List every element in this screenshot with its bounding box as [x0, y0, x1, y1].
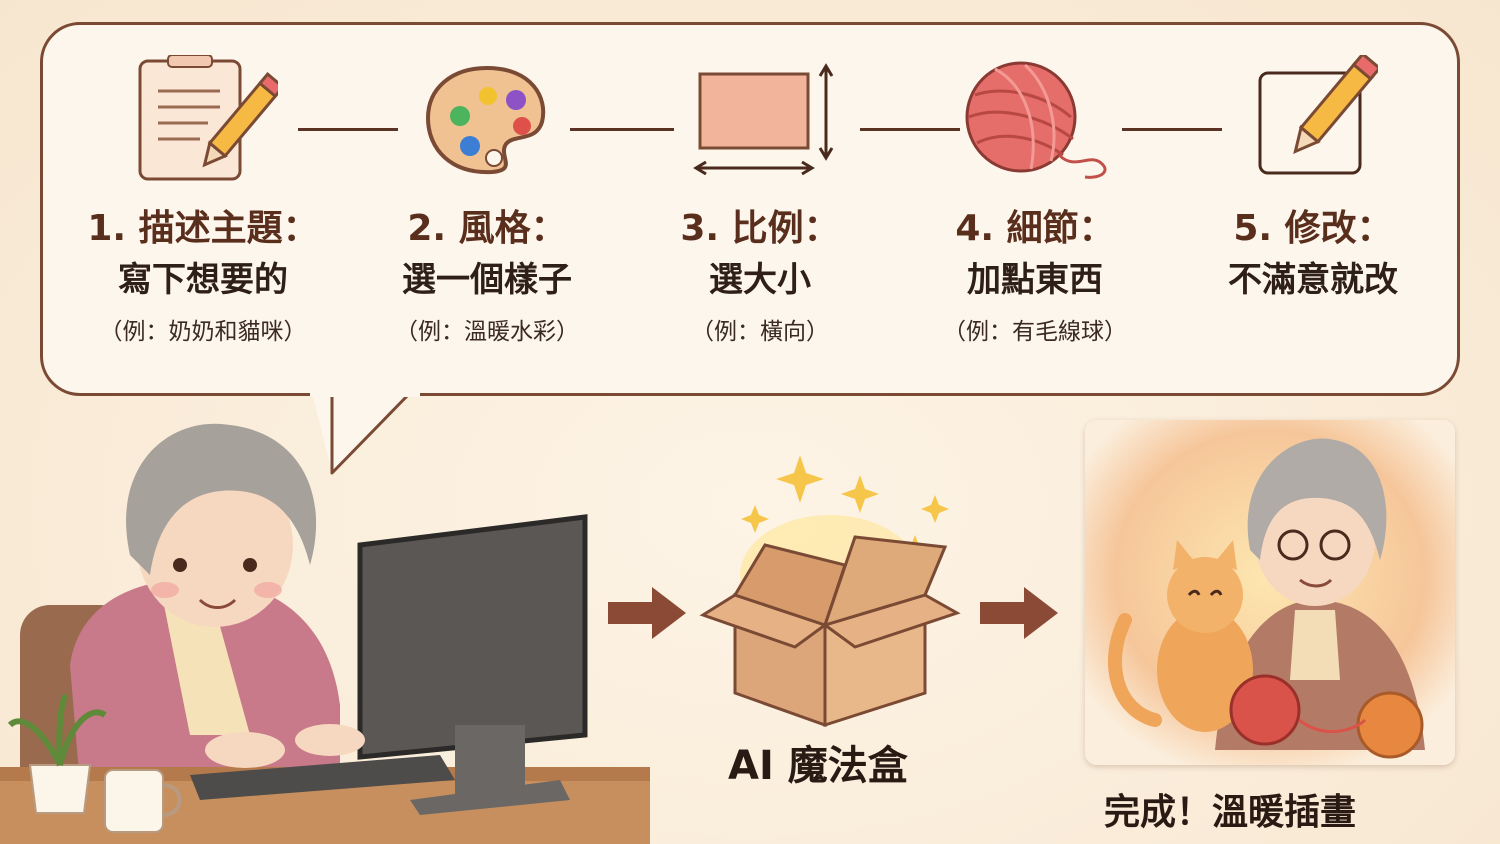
speech-bubble-tail — [310, 393, 420, 475]
result-illustration-frame — [1085, 420, 1455, 765]
connector-line — [1122, 128, 1222, 131]
grandma-at-computer-illustration — [0, 423, 650, 844]
step-1-title: 1. 描述主題： — [87, 208, 319, 249]
grandma-with-cat-illustration — [1085, 420, 1455, 765]
step-revise: 5. 修改： 不滿意就改 — [1178, 50, 1448, 306]
step-2-example: （例：溫暖水彩） — [395, 319, 579, 345]
step-5-desc: 不滿意就改 — [1228, 260, 1398, 300]
connector-line — [860, 128, 960, 131]
aspect-ratio-icon — [625, 50, 895, 190]
magic-box-icon — [699, 455, 961, 728]
step-style: 2. 風格： 選一個樣子 （例：溫暖水彩） — [352, 50, 622, 346]
notepad-pencil-icon — [68, 50, 338, 190]
paint-palette-icon — [352, 50, 622, 190]
step-2-title: 2. 風格： — [407, 208, 567, 249]
step-3-title: 3. 比例： — [680, 208, 840, 249]
magic-box-label: AI 魔法盒 — [728, 743, 908, 789]
step-describe-subject: 1. 描述主題： 寫下想要的 （例：奶奶和貓咪） — [68, 50, 338, 346]
step-4-example: （例：有毛線球） — [943, 319, 1127, 345]
connector-line — [298, 128, 398, 131]
step-3-desc: 選大小 — [709, 260, 811, 300]
step-1-example: （例：奶奶和貓咪） — [99, 319, 307, 345]
result-label: 完成！溫暖插畫 — [1104, 792, 1357, 833]
connector-line — [570, 128, 674, 131]
arrow-right-icon — [980, 587, 1058, 639]
step-5-title: 5. 修改： — [1233, 208, 1393, 249]
arrow-right-icon — [608, 587, 686, 639]
step-ratio: 3. 比例： 選大小 （例：橫向） — [625, 50, 895, 346]
step-details: 4. 細節： 加點東西 （例：有毛線球） — [900, 50, 1170, 346]
step-1-desc: 寫下想要的 — [118, 260, 288, 300]
step-3-example: （例：橫向） — [691, 319, 829, 345]
step-2-desc: 選一個樣子 — [402, 260, 572, 300]
step-4-desc: 加點東西 — [967, 260, 1103, 300]
step-4-title: 4. 細節： — [955, 208, 1115, 249]
yarn-ball-icon — [900, 50, 1170, 190]
edit-pencil-icon — [1178, 50, 1448, 190]
